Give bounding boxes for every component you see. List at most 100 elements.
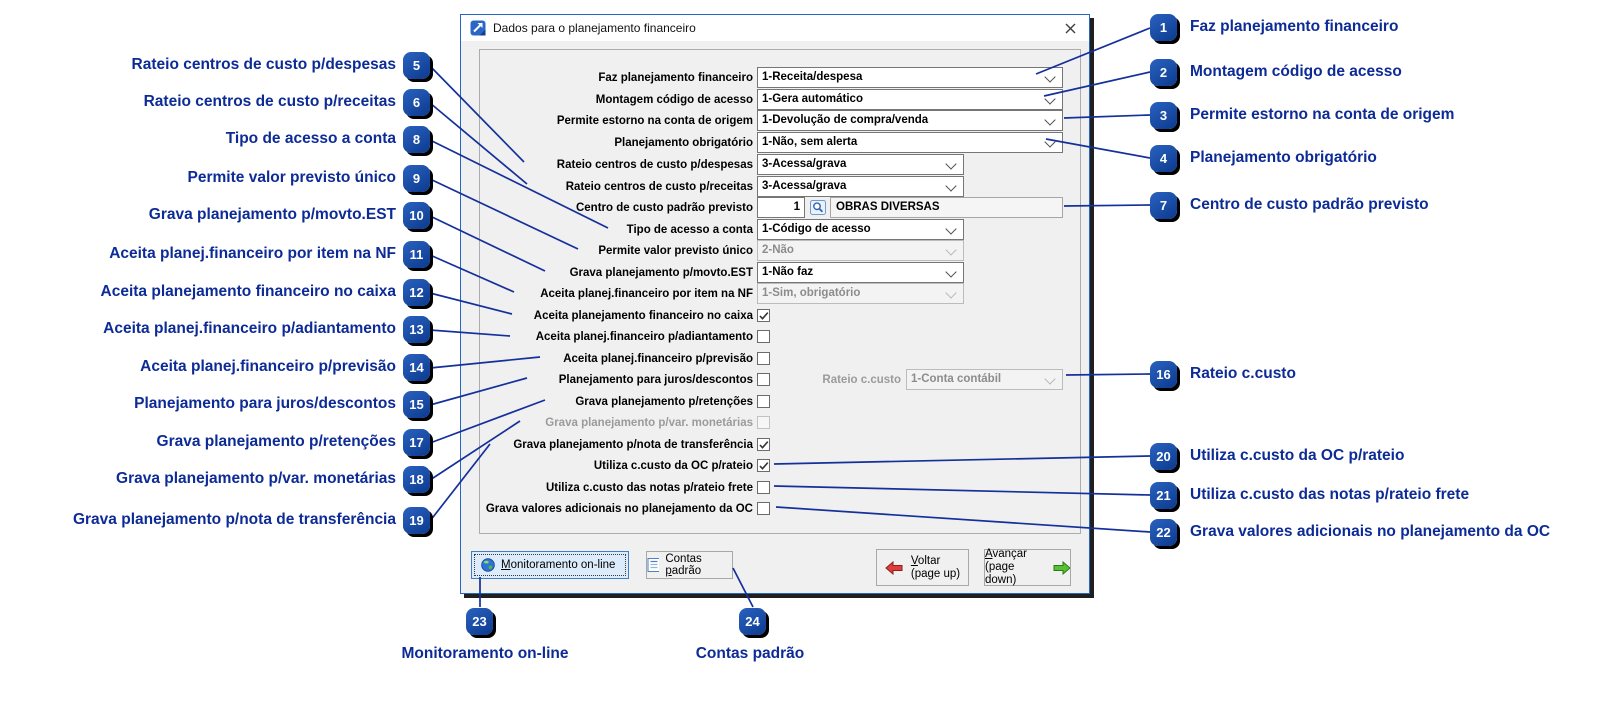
avancar-button[interactable]: Avançar (page down) bbox=[984, 548, 1071, 586]
callout-badge: 2 bbox=[1150, 59, 1177, 86]
callout-label: Utiliza c.custo da OC p/rateio bbox=[1190, 447, 1405, 464]
callout-badge: 1 bbox=[1150, 14, 1177, 41]
field-label: Rateio centros de custo p/despesas bbox=[556, 158, 753, 171]
field-label: Planejamento obrigatório bbox=[614, 136, 753, 149]
field-row: Rateio centros de custo p/despesas 3-Ace… bbox=[461, 154, 1089, 175]
window-title: Dados para o planejamento financeiro bbox=[493, 21, 696, 35]
field-label: Grava planejamento p/movto.EST bbox=[569, 266, 753, 279]
button-label: Voltar (page up) bbox=[910, 554, 961, 580]
field-row: Permite valor previsto único 2-Não bbox=[461, 240, 1089, 261]
field-row: Centro de custo padrão previsto 1 OBRAS … bbox=[461, 197, 1089, 218]
field-row: Utiliza c.custo das notas p/rateio frete bbox=[461, 477, 1089, 498]
callout-badge: 8 bbox=[403, 126, 430, 153]
var-monetarias-checkbox bbox=[757, 416, 770, 429]
callout-label: Aceita planej.financeiro p/previsão bbox=[140, 358, 396, 375]
callout-label: Aceita planej.financeiro p/adiantamento bbox=[103, 320, 396, 337]
field-row: Grava planejamento p/nota de transferênc… bbox=[461, 434, 1089, 455]
field-label: Grava valores adicionais no planejamento… bbox=[485, 502, 753, 515]
lookup-button[interactable] bbox=[808, 198, 828, 217]
field-row: Aceita planej.financeiro por item na NF … bbox=[461, 283, 1089, 304]
field-row: Grava planejamento p/var. monetárias bbox=[461, 412, 1089, 433]
callout-label: Aceita planej.financeiro por item na NF bbox=[109, 245, 396, 262]
check-icon bbox=[759, 441, 769, 449]
contas-padrao-button[interactable]: Contas padrão bbox=[646, 551, 733, 579]
document-icon bbox=[647, 558, 660, 572]
close-button[interactable] bbox=[1060, 18, 1080, 38]
field-label: Tipo de acesso a conta bbox=[626, 223, 753, 236]
aceita-adiantamento-checkbox[interactable] bbox=[757, 330, 770, 343]
field-label: Planejamento para juros/descontos bbox=[558, 373, 753, 386]
red-left-arrow-icon bbox=[885, 560, 903, 575]
field-row: Faz planejamento financeiro 1-Receita/de… bbox=[461, 67, 1089, 88]
field-label: Montagem código de acesso bbox=[595, 93, 753, 106]
callout-label: Tipo de acesso a conta bbox=[225, 130, 396, 147]
callout-badge: 14 bbox=[403, 354, 430, 381]
nota-transferencia-checkbox[interactable] bbox=[757, 438, 770, 451]
field-row: Planejamento obrigatório 1-Não, sem aler… bbox=[461, 132, 1089, 153]
planejamento-obrigatorio-select[interactable]: 1-Não, sem alerta bbox=[757, 132, 1063, 153]
voltar-button[interactable]: Voltar (page up) bbox=[876, 549, 969, 586]
callout-badge: 19 bbox=[403, 507, 430, 534]
callout-badge: 10 bbox=[403, 202, 430, 229]
rateio-ccusto-select: 1-Conta contábil bbox=[906, 369, 1063, 390]
callout-badge: 11 bbox=[403, 241, 430, 268]
callout-label: Permite valor previsto único bbox=[187, 169, 396, 186]
field-label: Grava planejamento p/nota de transferênc… bbox=[513, 438, 753, 451]
juros-descontos-checkbox[interactable] bbox=[757, 373, 770, 386]
field-row: Permite estorno na conta de origem 1-Dev… bbox=[461, 110, 1089, 131]
callout-label: Grava planejamento p/retenções bbox=[156, 433, 396, 450]
callout-label: Rateio centros de custo p/despesas bbox=[131, 56, 396, 73]
title-bar: Dados para o planejamento financeiro bbox=[461, 15, 1089, 41]
tipo-acesso-conta-select[interactable]: 1-Código de acesso bbox=[757, 219, 964, 240]
field-label: Centro de custo padrão previsto bbox=[575, 201, 753, 214]
callout-label: Grava planejamento p/var. monetárias bbox=[116, 470, 396, 487]
centro-custo-code-input[interactable]: 1 bbox=[757, 197, 805, 218]
callout-badge: 4 bbox=[1150, 145, 1177, 172]
montagem-codigo-acesso-select[interactable]: 1-Gera automático bbox=[757, 89, 1063, 110]
rateio-despesas-select[interactable]: 3-Acessa/grava bbox=[757, 154, 964, 175]
callout-badge: 18 bbox=[403, 466, 430, 493]
field-row: Grava planejamento p/movto.EST 1-Não faz bbox=[461, 262, 1089, 283]
callout-label: Rateio centros de custo p/receitas bbox=[143, 93, 396, 110]
callout-label: Centro de custo padrão previsto bbox=[1190, 196, 1429, 213]
monitoramento-online-button[interactable]: Monitoramento on-line bbox=[471, 551, 629, 579]
permite-estorno-select[interactable]: 1-Devolução de compra/venda bbox=[757, 110, 1063, 131]
callout-label: Contas padrão bbox=[695, 645, 805, 662]
check-icon bbox=[759, 462, 769, 470]
aceita-item-nf-select: 1-Sim, obrigatório bbox=[757, 283, 964, 304]
grava-movto-est-select[interactable]: 1-Não faz bbox=[757, 262, 964, 283]
field-label: Rateio centros de custo p/receitas bbox=[565, 180, 753, 193]
callout-badge: 17 bbox=[403, 429, 430, 456]
ccusto-notas-frete-checkbox[interactable] bbox=[757, 481, 770, 494]
callout-label: Planejamento obrigatório bbox=[1190, 149, 1377, 166]
aceita-previsao-checkbox[interactable] bbox=[757, 352, 770, 365]
callout-label: Monitoramento on-line bbox=[401, 645, 569, 662]
valores-adicionais-oc-checkbox[interactable] bbox=[757, 502, 770, 515]
field-row: Tipo de acesso a conta 1-Código de acess… bbox=[461, 219, 1089, 240]
callout-badge: 3 bbox=[1150, 102, 1177, 129]
callout-label: Faz planejamento financeiro bbox=[1190, 18, 1399, 35]
close-icon bbox=[1065, 23, 1075, 33]
callout-label: Montagem código de acesso bbox=[1190, 63, 1402, 80]
field-row: Grava planejamento p/retenções bbox=[461, 391, 1089, 412]
grava-retencoes-checkbox[interactable] bbox=[757, 395, 770, 408]
dialog-window: Dados para o planejamento financeiro Faz… bbox=[460, 14, 1090, 594]
field-label: Permite estorno na conta de origem bbox=[556, 114, 753, 127]
aceita-caixa-checkbox[interactable] bbox=[757, 309, 770, 322]
field-label: Grava planejamento p/var. monetárias bbox=[545, 416, 753, 429]
faz-planejamento-financeiro-select[interactable]: 1-Receita/despesa bbox=[757, 67, 1063, 88]
ccusto-oc-rateio-checkbox[interactable] bbox=[757, 459, 770, 472]
field-label: Aceita planej.financeiro p/adiantamento bbox=[535, 330, 753, 343]
field-row: Grava valores adicionais no planejamento… bbox=[461, 498, 1089, 519]
field-row: Montagem código de acesso 1-Gera automát… bbox=[461, 89, 1089, 110]
rateio-receitas-select[interactable]: 3-Acessa/grava bbox=[757, 176, 964, 197]
field-row: Utiliza c.custo da OC p/rateio bbox=[461, 455, 1089, 476]
callout-badge: 16 bbox=[1150, 361, 1177, 388]
callout-label: Utiliza c.custo das notas p/rateio frete bbox=[1190, 486, 1470, 503]
callout-label: Grava valores adicionais no planejamento… bbox=[1190, 523, 1551, 540]
callout-label: Permite estorno na conta de origem bbox=[1190, 106, 1455, 123]
callout-label: Grava planejamento p/movto.EST bbox=[148, 206, 396, 223]
callout-badge: 7 bbox=[1150, 192, 1177, 219]
field-row: Planejamento para juros/descontos Rateio… bbox=[461, 369, 1089, 390]
callout-badge: 9 bbox=[403, 165, 430, 192]
